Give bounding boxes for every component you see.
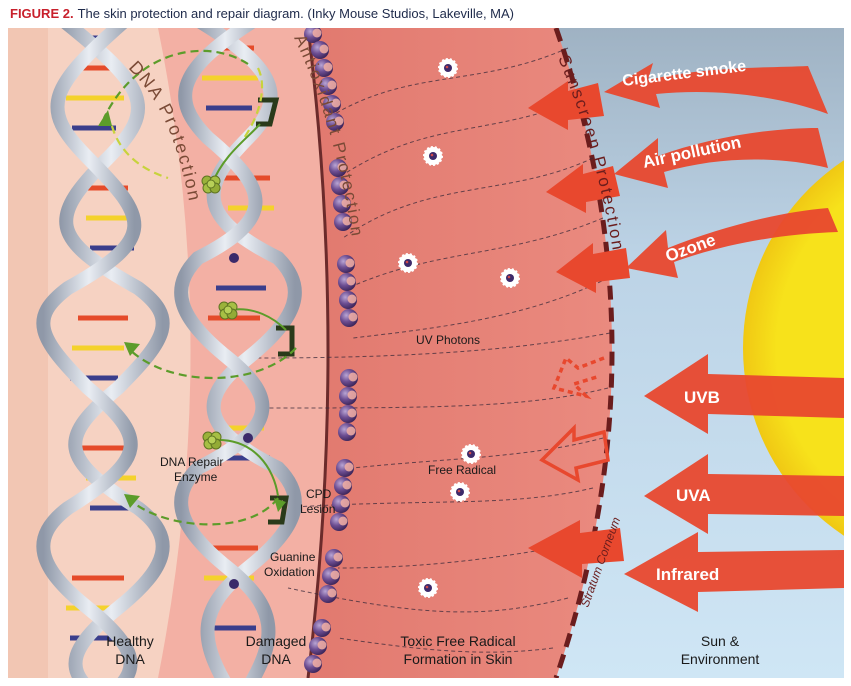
- blocked-arrows: [528, 81, 630, 578]
- zone-sun-line-2: Environment: [681, 651, 760, 667]
- repair-cycle-arrows-yellow: [110, 67, 264, 180]
- sun: [743, 160, 844, 536]
- caption-text: The skin protection and repair diagram. …: [77, 6, 514, 21]
- zone-healthy-line-1: Healthy: [106, 633, 153, 649]
- damaged-dna-helix: [174, 28, 302, 678]
- penetrating-arrows: [539, 355, 610, 484]
- zone-toxic-line-2: Formation in Skin: [404, 651, 513, 667]
- guanine-label-1: Guanine: [270, 550, 316, 564]
- zone-labels: Healthy DNA Damaged DNA Toxic Free Radic…: [106, 633, 759, 667]
- skin-boundary-line: [306, 28, 330, 678]
- uv-photons-label: UV Photons: [416, 333, 480, 347]
- repair-cycle-arrows: [103, 49, 297, 526]
- guanine-oxidation-dot-bottom: [229, 579, 239, 589]
- figure-caption: FIGURE 2.The skin protection and repair …: [10, 2, 514, 26]
- figure-label: FIGURE 2.: [10, 6, 74, 21]
- zone-sun-line-1: Sun &: [701, 633, 740, 649]
- cpd-label-2: Lesion: [300, 502, 335, 516]
- repair-enzyme-top: [201, 175, 221, 194]
- skin-diagram: DNA Protection Antioxidant Protection Su…: [8, 28, 844, 678]
- zone-toxic-line-1: Toxic Free Radical: [400, 633, 515, 649]
- arrow-heads: [98, 110, 286, 512]
- annotations: DNA Repair Enzyme CPD Lesion Guanine Oxi…: [160, 333, 496, 579]
- aggressor-infrared-label: Infrared: [656, 565, 719, 584]
- guanine-label-2: Oxidation: [264, 565, 315, 579]
- aggressor-arrow-shapes: [604, 63, 844, 612]
- aggressor-uva-label: UVA: [676, 486, 711, 505]
- aggressor-uvb-label: UVB: [684, 388, 720, 407]
- cpd-label-1: CPD: [306, 487, 332, 501]
- repair-enzyme-label-2: Enzyme: [174, 470, 218, 484]
- zone-healthy-line-2: DNA: [115, 651, 145, 667]
- guanine-oxidation-dot-middle: [243, 433, 253, 443]
- repair-enzyme-label-1: DNA Repair: [160, 455, 223, 469]
- healthy-zone-edge: [8, 28, 48, 678]
- damaged-dna-strand-b: [174, 28, 276, 678]
- repair-enzyme-middle: [218, 301, 238, 320]
- zone-damaged-line-1: Damaged: [246, 633, 307, 649]
- healthy-dna-helix: [36, 28, 170, 678]
- stratum-corneum-line: [553, 28, 615, 678]
- healthy-dna-strand-b: [36, 28, 142, 678]
- diagram-canvas: DNA Protection Antioxidant Protection Su…: [8, 28, 844, 678]
- zone-damaged-line-2: DNA: [261, 651, 291, 667]
- damaged-dna-strand-a: [196, 28, 302, 678]
- free-radical-label: Free Radical: [428, 463, 496, 477]
- guanine-oxidation-dot-top: [229, 253, 239, 263]
- cpd-lesion-mark-top: [256, 97, 280, 127]
- repair-enzyme-bottom: [202, 431, 222, 450]
- healthy-dna-strand-a: [59, 28, 170, 678]
